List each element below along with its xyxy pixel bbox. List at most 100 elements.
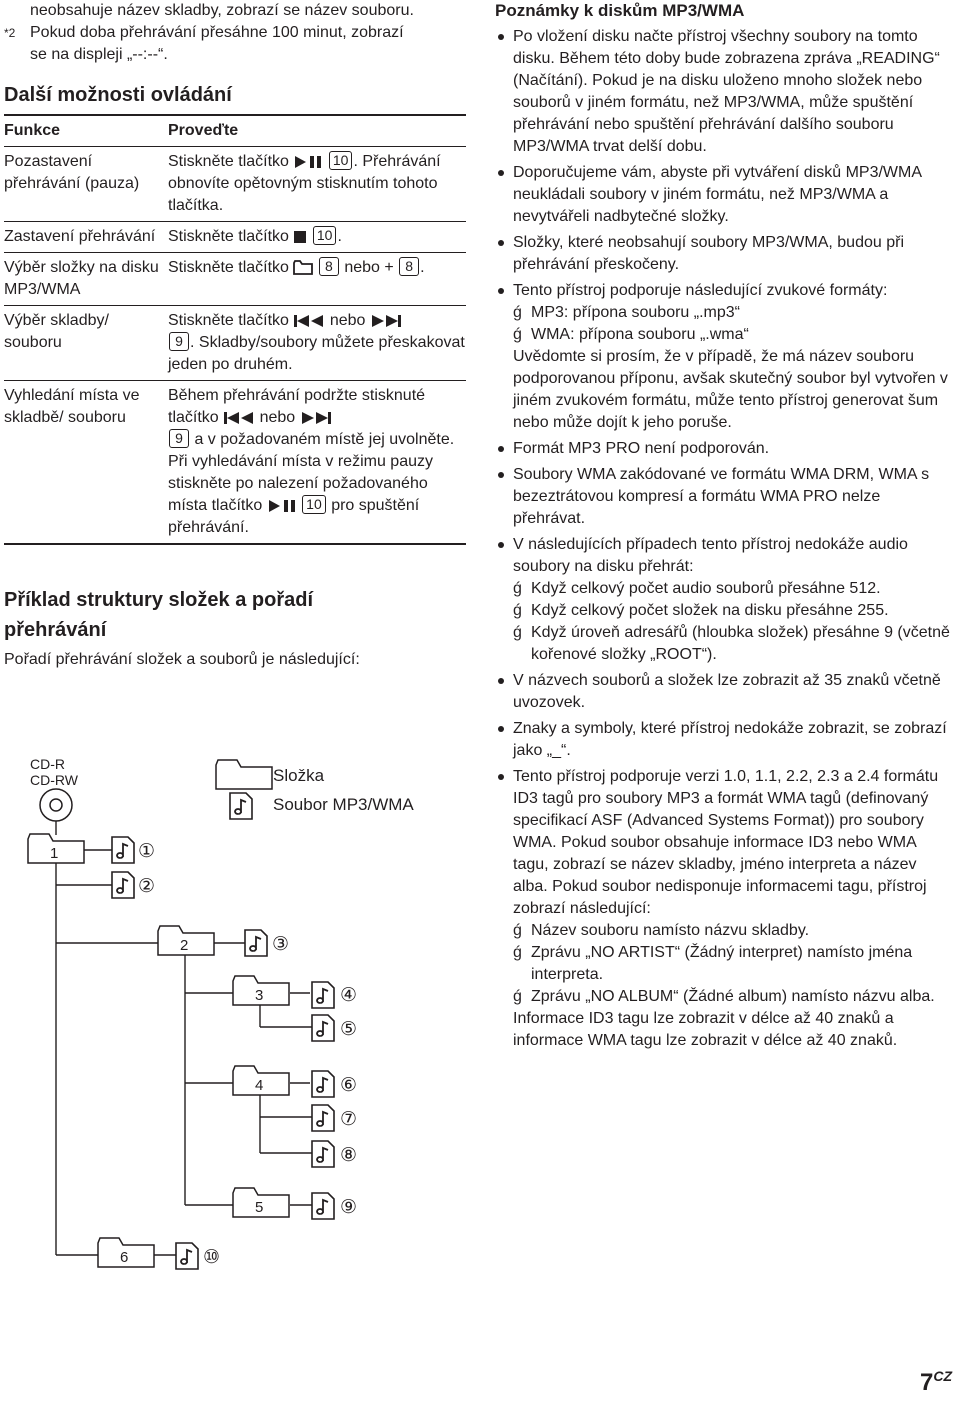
controls-table: Funkce Proveďte Pozastavení přehrávání (… bbox=[4, 114, 466, 545]
sub-item: Když úroveň adresářů (hloubka složek) př… bbox=[513, 622, 955, 666]
music-file-icon bbox=[311, 1104, 335, 1132]
function-cell: Zastavení přehrávání bbox=[4, 221, 168, 253]
table-row: Pozastavení přehrávání (pauza) Stiskněte… bbox=[4, 146, 466, 222]
sub-item: MP3: přípona souboru „.mp3“ bbox=[513, 302, 955, 324]
function-cell: Výběr složky na disku MP3/WMA bbox=[4, 252, 168, 306]
key-label: 8 bbox=[318, 257, 339, 276]
right-column: Poznámky k diskům MP3/WMA Po vložení dis… bbox=[495, 0, 955, 1056]
footnote-line-2: *2 Pokud doba přehrávání přesáhne 100 mi… bbox=[4, 22, 466, 44]
key-label: 10 bbox=[312, 226, 337, 245]
footnote-mark: *2 bbox=[4, 26, 16, 40]
key-label: 10 bbox=[302, 495, 326, 514]
function-cell: Vyhledání místa ve skladbě/ souboru bbox=[4, 380, 168, 545]
previous-track-icon bbox=[224, 412, 254, 424]
folder-number: 4 bbox=[255, 1077, 263, 1094]
example-title: Příklad struktury složek a pořadí přehrá… bbox=[4, 589, 313, 641]
folder-icon bbox=[293, 260, 314, 275]
page-language: CZ bbox=[933, 1368, 952, 1384]
next-track-icon bbox=[371, 315, 401, 327]
key-label: 10 bbox=[328, 151, 353, 170]
disc-label: CD-RW bbox=[30, 772, 79, 788]
controls-heading: Další možnosti ovládání bbox=[4, 84, 232, 106]
legend-file-icon bbox=[229, 792, 253, 820]
track-number: ② bbox=[138, 875, 155, 897]
col-header-function: Funkce bbox=[4, 114, 168, 147]
tree-lines bbox=[55, 815, 312, 1256]
track-number: ① bbox=[138, 840, 155, 862]
track-number: ⑨ bbox=[340, 1196, 357, 1218]
next-track-icon bbox=[301, 412, 331, 424]
function-cell: Pozastavení přehrávání (pauza) bbox=[4, 146, 168, 222]
legend-file-label: Soubor MP3/WMA bbox=[273, 795, 414, 814]
music-file-icon bbox=[244, 929, 268, 957]
list-item: Formát MP3 PRO není podporován. bbox=[495, 438, 955, 460]
music-file-icon bbox=[311, 981, 335, 1009]
list-item: Znaky a symboly, které přístroj nedokáže… bbox=[495, 718, 955, 762]
action-cell: Stiskněte tlačítko 10. bbox=[168, 221, 466, 253]
track-number: ⑤ bbox=[340, 1018, 357, 1040]
folder-number: 6 bbox=[120, 1249, 128, 1266]
music-file-icon bbox=[111, 871, 135, 899]
previous-track-icon bbox=[294, 315, 324, 327]
track-number: ⑥ bbox=[340, 1074, 357, 1096]
sub-item: WMA: přípona souboru „.wma“ bbox=[513, 324, 955, 346]
footnote-line-3: se na displeji „--:--“. bbox=[30, 46, 168, 63]
sub-item: Název souboru namísto názvu skladby. bbox=[513, 920, 955, 942]
sub-item: Zprávu „NO ALBUM“ (Žádné album) namísto … bbox=[513, 986, 955, 1008]
disc-label: CD-R bbox=[30, 756, 65, 772]
notes-title: Poznámky k diskům MP3/WMA bbox=[495, 1, 745, 20]
track-number: ⑦ bbox=[340, 1108, 357, 1130]
folder-number: 5 bbox=[255, 1199, 263, 1216]
table-row: Výběr složky na disku MP3/WMA Stiskněte … bbox=[4, 252, 466, 306]
list-item: Po vložení disku načte přístroj všechny … bbox=[495, 26, 955, 158]
track-number: ④ bbox=[340, 984, 357, 1006]
list-item: Doporučujeme vám, abyste při vytváření d… bbox=[495, 162, 955, 228]
sub-item: Zprávu „NO ARTIST“ (Žádný interpret) nam… bbox=[513, 942, 955, 986]
sub-item: Když celkový počet složek na disku přesá… bbox=[513, 600, 955, 622]
sub-item: Když celkový počet audio souborů přesáhn… bbox=[513, 578, 955, 600]
action-cell: Stiskněte tlačítko 8 nebo + 8. bbox=[168, 252, 466, 306]
table-row: Výběr skladby/ souboru Stiskněte tlačítk… bbox=[4, 305, 466, 381]
track-number: ⑧ bbox=[340, 1144, 357, 1166]
footnote-block: neobsahuje název skladby, zobrazí se náz… bbox=[4, 0, 466, 66]
action-cell: Během přehrávání podržte stisknuté tlačí… bbox=[168, 380, 466, 545]
example-intro: Pořadí přehrávání složek a souborů je ná… bbox=[4, 651, 360, 668]
music-file-icon bbox=[311, 1140, 335, 1168]
function-cell: Výběr skladby/ souboru bbox=[4, 305, 168, 381]
list-item: Složky, které neobsahují soubory MP3/WMA… bbox=[495, 232, 955, 276]
music-file-icon bbox=[175, 1242, 199, 1270]
action-cell: Stiskněte tlačítko nebo 9. Skladby/soubo… bbox=[168, 305, 466, 381]
play-pause-icon bbox=[268, 500, 295, 512]
list-item: Tento přístroj podporuje následující zvu… bbox=[495, 280, 955, 434]
music-file-icon bbox=[311, 1192, 335, 1220]
play-pause-icon bbox=[295, 156, 322, 168]
music-file-icon bbox=[311, 1070, 335, 1098]
key-label: 8 bbox=[399, 257, 420, 276]
music-file-icon bbox=[111, 836, 135, 864]
key-label: 9 bbox=[169, 332, 189, 351]
folder-number: 3 bbox=[255, 987, 263, 1004]
page-number: 7CZ bbox=[919, 1368, 952, 1396]
folder-number: 2 bbox=[180, 937, 188, 954]
track-number: ③ bbox=[272, 933, 289, 955]
footnote-line-1: neobsahuje název skladby, zobrazí se náz… bbox=[30, 2, 414, 19]
col-header-action: Proveďte bbox=[168, 114, 466, 147]
folder-structure-diagram: CD-R CD-RW Složka Soubor MP3/WMA 1 2 3 4… bbox=[27, 756, 414, 1270]
disc-icon bbox=[39, 788, 73, 822]
folder-number: 1 bbox=[50, 845, 58, 862]
action-cell: Stiskněte tlačítko 10. Přehrávání obnoví… bbox=[168, 146, 466, 222]
left-column: neobsahuje název skladby, zobrazí se náz… bbox=[4, 0, 466, 671]
music-file-icon bbox=[311, 1014, 335, 1042]
table-row: Zastavení přehrávání Stiskněte tlačítko … bbox=[4, 221, 466, 253]
legend-folder-label: Složka bbox=[273, 766, 325, 785]
stop-icon bbox=[294, 231, 307, 243]
list-item: V názvech souborů a složek lze zobrazit … bbox=[495, 670, 955, 714]
key-label: 9 bbox=[169, 429, 189, 448]
list-item: V následujících případech tento přístroj… bbox=[495, 534, 955, 666]
track-number: ⑩ bbox=[203, 1246, 220, 1268]
legend-folder-icon bbox=[215, 759, 273, 790]
list-item: Soubory WMA zakódované ve formátu WMA DR… bbox=[495, 464, 955, 530]
notes-list: Po vložení disku načte přístroj všechny … bbox=[495, 26, 955, 1052]
list-item: Tento přístroj podporuje verzi 1.0, 1.1,… bbox=[495, 766, 955, 1052]
table-row: Vyhledání místa ve skladbě/ souboru Běhe… bbox=[4, 380, 466, 545]
